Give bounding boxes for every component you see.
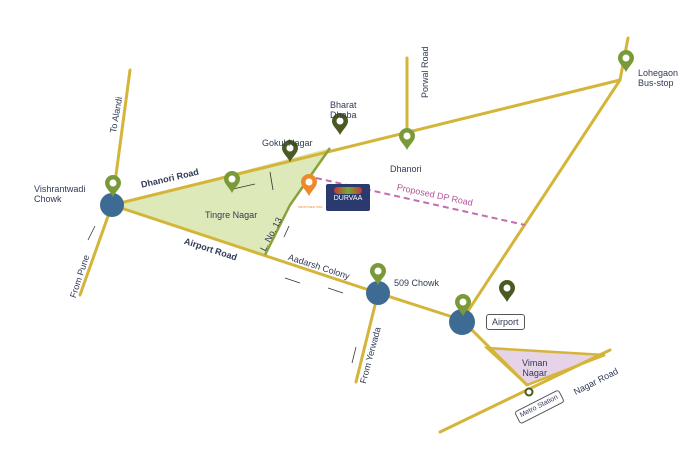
airport-junction-pin-hole: [459, 298, 467, 306]
vishrantwadi-pin-hole: [109, 179, 117, 187]
chowk-509-junction-icon: [366, 281, 390, 305]
lohegaon-road: [460, 36, 630, 387]
airport-junction-icon: [449, 309, 475, 335]
label-dhanori: Dhanori: [390, 164, 422, 174]
vishrantwadi-junction-icon: [100, 193, 124, 217]
airport-road: [110, 203, 464, 322]
gokul-nagar-pin-hole: [286, 144, 294, 152]
label-proposed-site: PROPOSED SITE: [298, 205, 323, 209]
label-vishrantwadi: Vishrantwadi Chowk: [34, 184, 86, 204]
l-no-13-road: [263, 147, 332, 256]
label-gokul-nagar: Gokul Nagar: [262, 138, 313, 148]
lohegaon-pin-hole: [622, 54, 630, 62]
junctions: [100, 193, 475, 335]
label-lohegaon: Lohegaon Bus-stop: [638, 68, 679, 88]
label-viman-nagar: Viman Nagar: [522, 358, 548, 378]
label-509-chowk: 509 Chowk: [394, 278, 440, 288]
airport-pin-hole: [503, 284, 511, 292]
label-bharat-dhaba: Bharat Dhaba: [330, 100, 357, 120]
509-chowk-pin-hole: [374, 267, 382, 275]
label-tingre-nagar: Tingre Nagar: [205, 210, 258, 220]
airport-label: Airport: [486, 314, 525, 330]
proposed-site-pin-hole: [305, 178, 313, 186]
dhanori-pin-hole: [403, 132, 411, 140]
tingre-nagar-zone: [112, 148, 330, 255]
yerwada-road: [354, 291, 380, 384]
durvaa-logo: DURVAA: [326, 184, 370, 211]
tingre-nagar-pin-hole: [228, 175, 236, 183]
label-porwal-road: Porwal Road: [420, 46, 430, 98]
dhanori-road: [110, 78, 622, 207]
bharat-dhaba-pin-hole: [336, 117, 344, 125]
metro-station-icon: [524, 387, 534, 397]
